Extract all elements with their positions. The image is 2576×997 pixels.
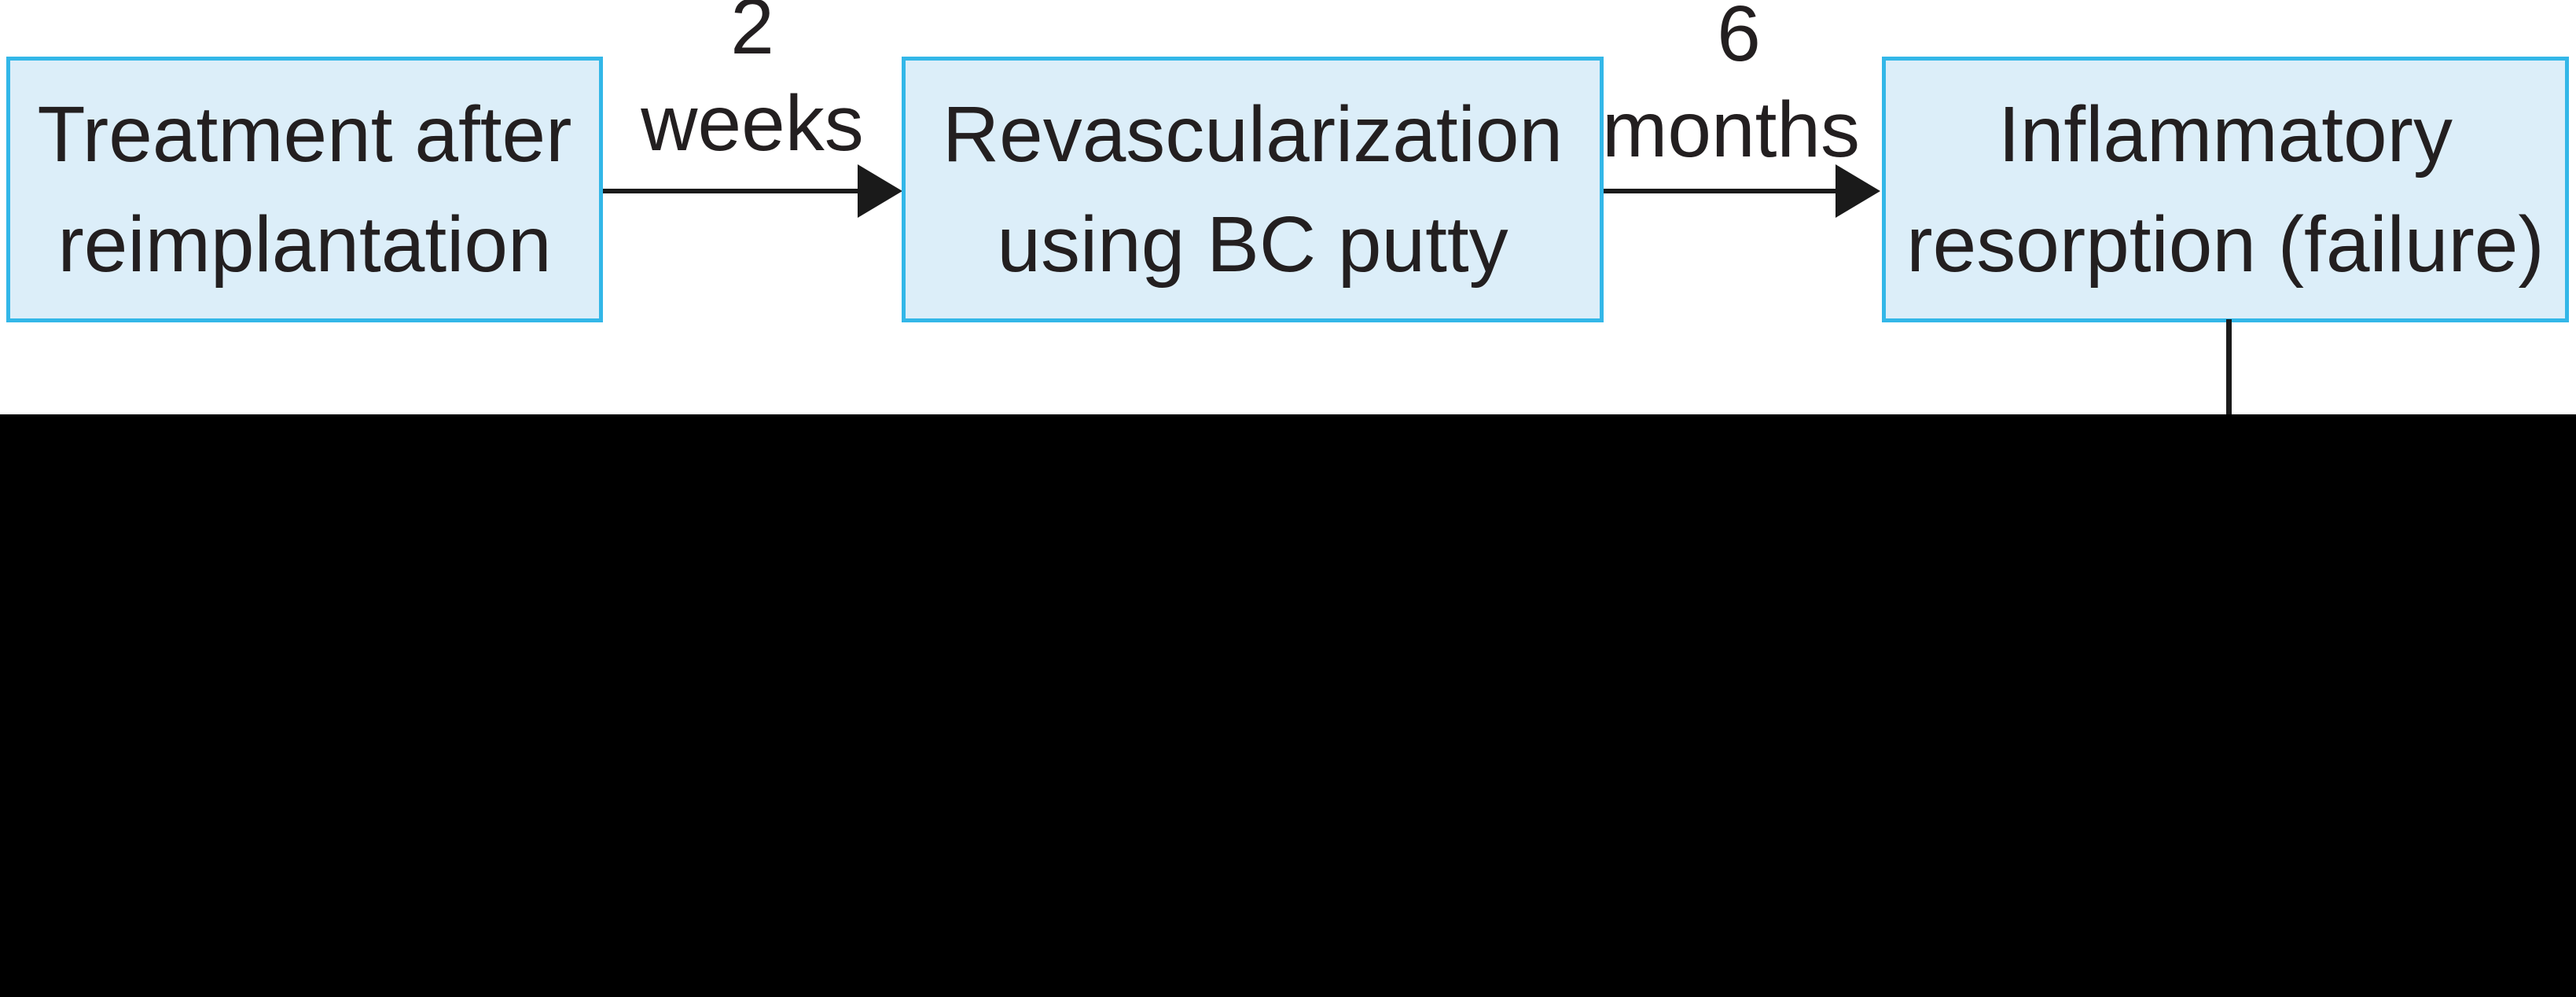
box-revascularization-line1: Revascularization xyxy=(942,90,1564,178)
arrow-2-label-number: 6 xyxy=(1717,0,1761,78)
box-treatment-line1: Treatment after xyxy=(37,90,572,178)
arrow-1-line xyxy=(603,189,861,193)
box-resorption-line2: resorption (failure) xyxy=(1906,201,2545,289)
box-resorption-line1: Inflammatory xyxy=(1998,90,2453,178)
box-revascularization-line2: using BC putty xyxy=(997,201,1508,289)
box-revascularization-bc-putty: Revascularization using BC putty xyxy=(902,57,1604,322)
arrow-2-line xyxy=(1604,189,1839,193)
arrow-2-right-arrowhead-icon xyxy=(1836,164,1880,218)
box-treatment-after-reimplantation: Treatment after reimplantation xyxy=(6,57,603,322)
connector-line-to-image xyxy=(2226,319,2232,418)
box-treatment-line2: reimplantation xyxy=(57,201,552,289)
arrow-1-right-arrowhead-icon xyxy=(858,164,902,218)
arrow-1-label-number: 2 xyxy=(730,0,774,71)
arrow-1-label-unit: weeks xyxy=(641,79,864,167)
arrow-2-label-unit: months xyxy=(1602,86,1860,174)
redacted-black-region xyxy=(0,414,2576,997)
box-inflammatory-resorption-failure: Inflammatory resorption (failure) xyxy=(1882,57,2569,322)
